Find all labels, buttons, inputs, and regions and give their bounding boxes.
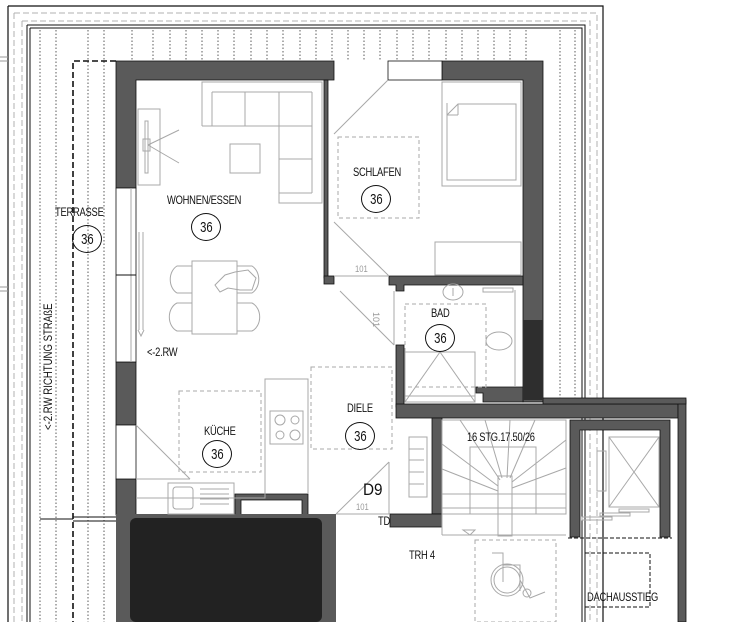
escape-route-label: <-2.RW [147,345,178,359]
dim-schlafen-door: 101 [355,264,368,274]
dark-overlay [116,514,336,622]
door-id-label: D9 [363,480,383,499]
shadow-column [523,320,543,400]
room-tag-kueche: 36 [202,440,232,468]
terrace-hatch [39,30,576,622]
furniture [135,79,660,599]
room-label-diele: DIELE [347,401,373,415]
room-tag-wohnen: 36 [191,213,221,241]
escape-route-street-label: <-2.RW RICHTUNG STRAßE [41,303,55,431]
room-label-wohnen: WOHNEN/ESSEN [167,193,242,207]
room-tag-terrasse: 36 [72,225,102,253]
door-type-label: TD [378,514,391,528]
room-label-terrasse: TERRASSE [55,205,104,219]
room-label-bad: BAD [431,306,450,320]
roof-hatch-label: DACHAUSSTIEG [587,590,659,604]
room-label-kueche: KÜCHE [204,424,236,438]
room-tag-bad: 36 [425,324,455,352]
room-tag-schlafen: 36 [361,185,391,213]
stair-spec-label: 16 STG.17.50/26 [467,430,535,444]
walls [115,60,687,622]
dim-bad-door: 101 [371,312,381,328]
terrace-dashed-line [72,60,116,622]
elevator-dashed [568,537,672,608]
dim-entry-door: 101 [356,502,369,512]
stairwell-label: TRH 4 [409,548,435,562]
room-tag-diele: 36 [345,422,375,450]
room-zones [178,136,557,622]
room-label-schlafen: SCHLAFEN [353,165,402,179]
